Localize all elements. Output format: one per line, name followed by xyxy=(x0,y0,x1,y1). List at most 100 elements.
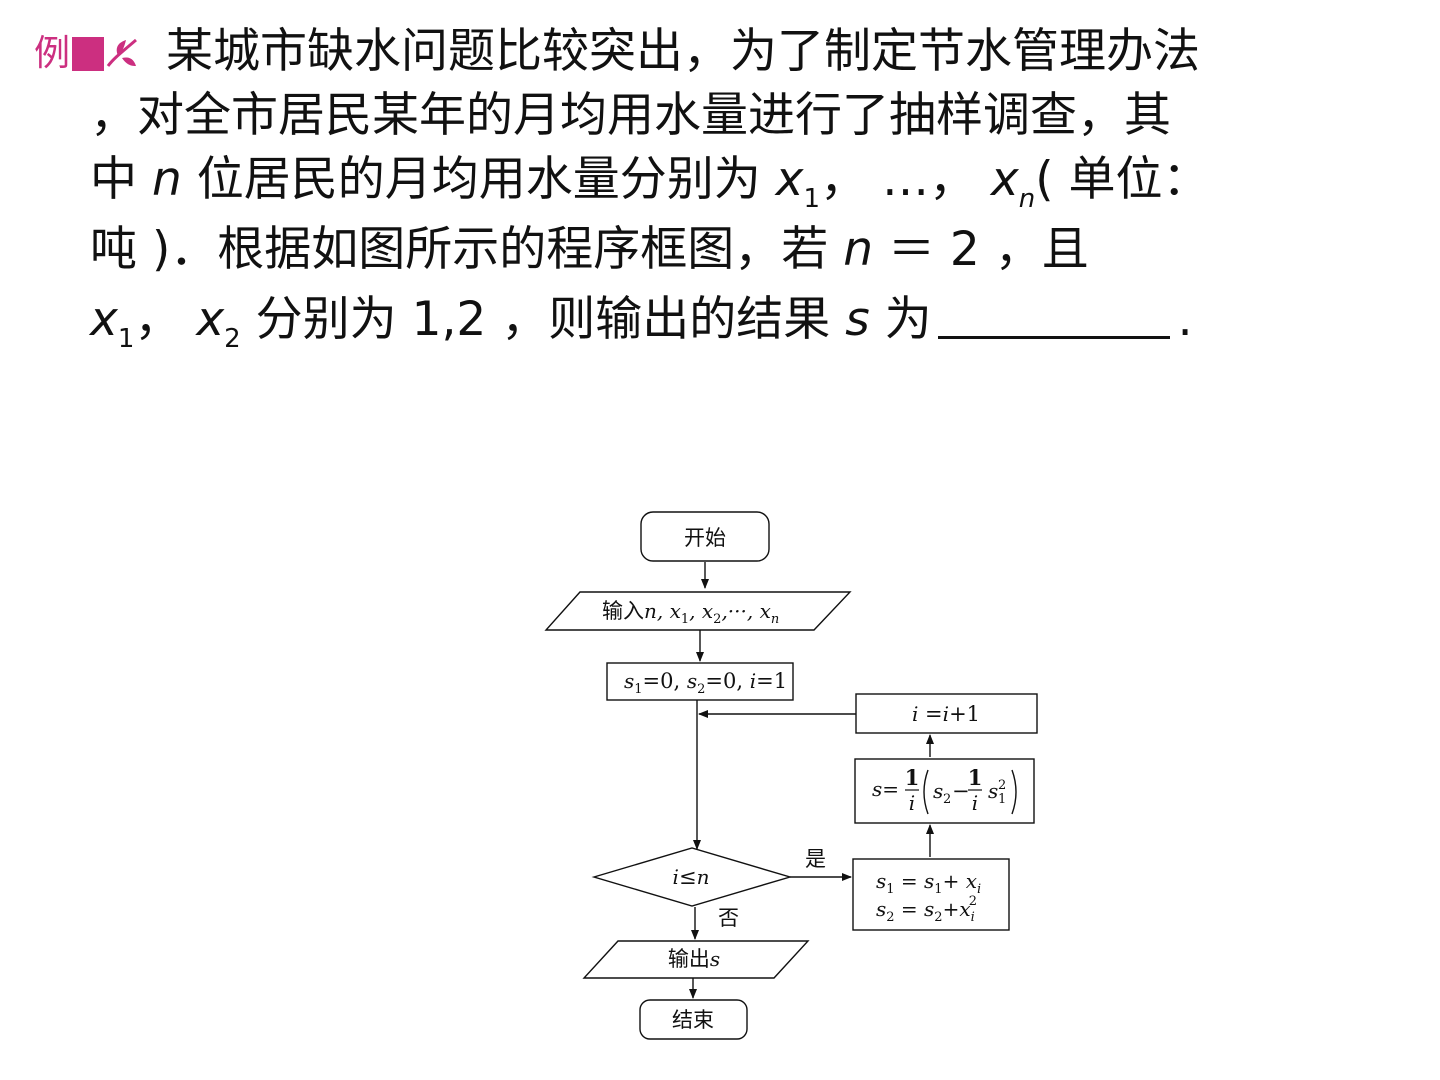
variance-formula: s= 1 i s 2 − 1 i s 1 2 xyxy=(872,765,1017,815)
var-x1: x xyxy=(90,292,118,347)
text-seg: s= xyxy=(872,777,899,801)
text-seg: n xyxy=(697,865,710,889)
end-terminal xyxy=(639,999,748,1040)
subscript: 1 xyxy=(886,882,894,897)
subscript: i xyxy=(977,882,981,897)
increment-process xyxy=(855,693,1038,734)
text-seg: i xyxy=(912,702,918,726)
text-seg: ≤ xyxy=(679,865,697,889)
problem-line-2: ，对全市居民某年的月均用水量进行了抽样调查，其 xyxy=(90,88,1171,143)
text-seg: 输出 xyxy=(668,947,710,971)
subscript: 1 xyxy=(934,882,942,897)
text-seg: i xyxy=(943,702,949,726)
text-seg: i xyxy=(909,791,915,815)
subscript: 2 xyxy=(886,910,894,925)
superscript: 2 xyxy=(998,778,1006,793)
subscript: n xyxy=(771,612,779,627)
text-seg: , x xyxy=(689,599,713,623)
leaf-icon xyxy=(106,38,137,67)
text-seg: = s xyxy=(895,897,935,921)
condition-label: i≤n xyxy=(673,865,710,889)
text-seg: = xyxy=(918,702,942,726)
text-seg: ， xyxy=(134,292,197,347)
text-seg: 吨 )．根据如图所示的程序框图，若 xyxy=(90,222,844,277)
text-seg: + x xyxy=(943,869,977,893)
var-n: n xyxy=(843,222,874,277)
text-seg: s xyxy=(876,897,886,921)
text-seg: i xyxy=(673,865,679,889)
init-label: s1=0, s2=0, i=1 xyxy=(624,669,787,697)
text-seg: n, x xyxy=(644,599,681,623)
text-seg: i xyxy=(972,791,978,815)
text-seg: = s xyxy=(895,869,935,893)
text-seg: ( 单位： xyxy=(1035,152,1210,207)
example-badge: 例 xyxy=(34,36,140,72)
text-seg: =1 xyxy=(756,669,787,693)
condition-decision xyxy=(591,847,793,907)
subscript: n xyxy=(1018,184,1036,214)
text-seg: 为 xyxy=(869,292,932,347)
flow-connectors xyxy=(689,562,934,999)
subscript: 2 xyxy=(943,792,951,807)
subscript: 1 xyxy=(681,612,689,627)
text-seg: s xyxy=(624,669,634,693)
update-process xyxy=(852,858,1010,931)
variance-process xyxy=(854,758,1035,824)
problem-line-4: 吨 )．根据如图所示的程序框图，若 n ＝ 2 ，且 xyxy=(90,226,1089,273)
end-label: 结束 xyxy=(672,1008,714,1032)
answer-blank[interactable] xyxy=(937,296,1170,339)
output-label: 输出s xyxy=(668,947,720,971)
var-xn: x xyxy=(990,152,1019,207)
yes-label: 是 xyxy=(805,847,826,871)
text-seg: +x xyxy=(943,897,971,921)
var-x2: x xyxy=(196,292,225,347)
var-n: n xyxy=(151,152,182,207)
example-label: 例 xyxy=(34,33,71,74)
subscript: 1 xyxy=(803,184,821,214)
text-seg: 中 xyxy=(90,152,152,207)
update-line-2: s2 = s2+xi2 xyxy=(876,894,977,925)
problem-line-1: 某城市缺水问题比较突出，为了制定节水管理办法 xyxy=(166,24,1200,79)
subscript: 2 xyxy=(934,910,942,925)
text-seg: 分别为 1,2 ，则输出的结果 xyxy=(240,292,846,347)
text-seg: s xyxy=(710,947,720,971)
subscript: 2 xyxy=(224,324,241,354)
badge-square-icon xyxy=(72,37,105,71)
subscript: 1 xyxy=(634,682,642,697)
start-label: 开始 xyxy=(684,526,726,550)
text-seg: 1 xyxy=(968,765,983,790)
text-seg: s xyxy=(988,779,998,803)
input-parallelogram xyxy=(544,591,852,631)
text-seg: 输入 xyxy=(602,599,644,623)
text-seg: ,···, x xyxy=(721,599,770,623)
subscript: i xyxy=(971,910,975,925)
text-seg: 1 xyxy=(905,765,920,790)
text-seg: ＝ 2 ，且 xyxy=(873,222,1089,277)
text-seg: s xyxy=(687,669,697,693)
init-process xyxy=(606,662,794,701)
subscript: 2 xyxy=(713,612,721,627)
text-seg: s xyxy=(933,779,943,803)
text-seg: i xyxy=(750,669,756,693)
problem-line-3: 中 n 位居民的月均用水量分别为 x1， …， xn( 单位： xyxy=(90,156,1210,212)
subscript: 2 xyxy=(697,682,705,697)
text-seg: =0, xyxy=(643,669,687,693)
text-seg: − xyxy=(952,779,970,803)
text-seg: ， …， xyxy=(820,152,991,207)
text-seg: 位居民的月均用水量分别为 xyxy=(181,152,776,207)
var-x1: x xyxy=(775,152,804,207)
text-seg: . xyxy=(1177,292,1193,347)
problem-line-5: x1， x2 分别为 1,2 ，则输出的结果 s 为. xyxy=(90,296,1193,352)
start-terminal xyxy=(640,511,770,562)
input-label: 输入n, x1, x2,···, xn xyxy=(602,599,779,627)
increment-label: i =i+1 xyxy=(912,702,980,726)
superscript: 2 xyxy=(969,894,977,909)
text-seg: +1 xyxy=(949,702,980,726)
subscript: 1 xyxy=(998,792,1006,807)
subscript: 1 xyxy=(117,324,135,354)
text-seg: =0, xyxy=(705,669,749,693)
no-label: 否 xyxy=(718,906,739,930)
update-line-1: s1 = s1+ xi xyxy=(876,869,981,897)
text-seg: s xyxy=(876,869,886,893)
